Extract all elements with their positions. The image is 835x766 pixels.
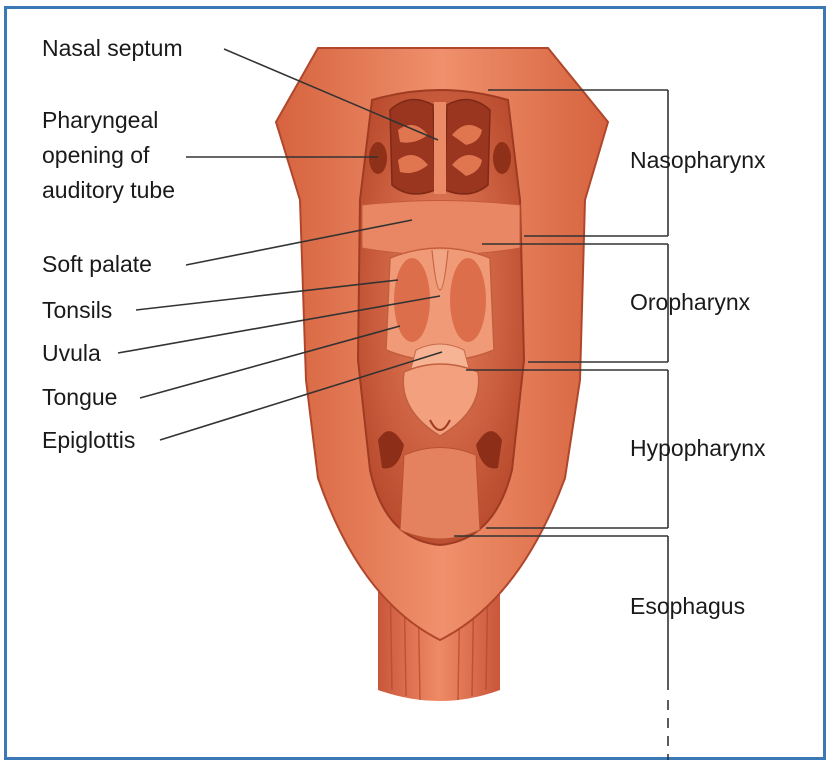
label-oropharynx: Oropharynx — [630, 286, 750, 319]
nasal-choanae — [390, 100, 490, 194]
label-uvula: Uvula — [42, 337, 101, 370]
label-soft-palate: Soft palate — [42, 248, 152, 281]
label-hypopharynx: Hypopharynx — [630, 432, 766, 465]
label-esophagus: Esophagus — [630, 590, 745, 623]
label-epiglottis: Epiglottis — [42, 424, 135, 457]
label-nasal-septum: Nasal septum — [42, 32, 183, 65]
label-tongue: Tongue — [42, 381, 117, 414]
label-pharyngeal-opening-line1: Pharyngeal — [42, 104, 158, 137]
label-pharyngeal-opening-line2: opening of — [42, 139, 149, 172]
label-tonsils: Tonsils — [42, 294, 112, 327]
label-pharyngeal-opening-line3: auditory tube — [42, 174, 175, 207]
label-nasopharynx: Nasopharynx — [630, 144, 766, 177]
auditory-tube-opening — [369, 142, 387, 174]
soft-palate-shape — [362, 201, 520, 256]
